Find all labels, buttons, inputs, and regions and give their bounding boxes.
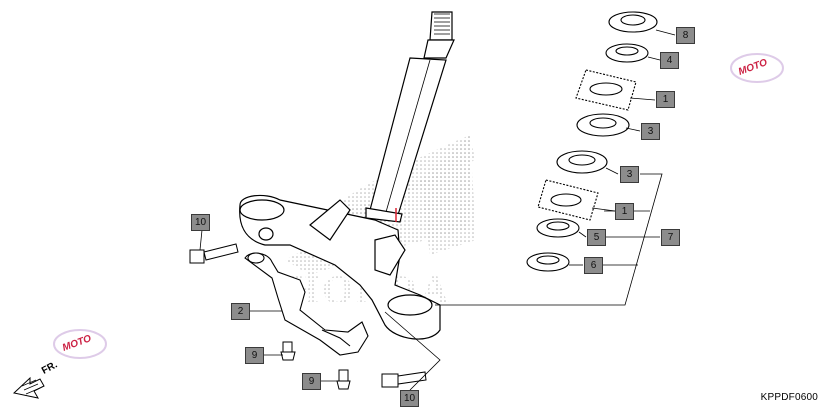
lower-bearing-stack [526, 150, 608, 272]
bolt-10-left [189, 243, 239, 264]
bolt-9-upper [280, 341, 296, 361]
callout-3-lower[interactable]: 3 [620, 166, 639, 183]
moto-watermark-top [730, 53, 784, 83]
diagram-code: KPPDF0600 [760, 392, 818, 403]
callout-10[interactable]: 10 [191, 214, 210, 231]
callout-1[interactable]: 1 [656, 91, 675, 108]
callout-8[interactable]: 8 [676, 27, 695, 44]
callout-9[interactable]: 9 [245, 347, 264, 364]
callout-10-lower[interactable]: 10 [400, 390, 419, 407]
callout-3[interactable]: 3 [641, 123, 660, 140]
bolt-10-bottom [381, 371, 427, 388]
bracket [244, 252, 369, 356]
callout-9-lower[interactable]: 9 [302, 373, 321, 390]
bottom-bridge [239, 194, 441, 340]
callout-5[interactable]: 5 [587, 229, 606, 246]
moto-watermark-left [53, 329, 107, 359]
steering-stem [365, 11, 455, 223]
leader-lines [199, 29, 676, 391]
callout-7[interactable]: 7 [661, 229, 680, 246]
callout-6[interactable]: 6 [584, 257, 603, 274]
bolt-9-lower [336, 369, 351, 390]
direction-arrow-icon [12, 376, 45, 399]
callout-2[interactable]: 2 [231, 303, 250, 320]
callout-4[interactable]: 4 [660, 52, 679, 69]
callout-1-lower[interactable]: 1 [615, 203, 634, 220]
upper-bearing-stack [575, 11, 658, 137]
